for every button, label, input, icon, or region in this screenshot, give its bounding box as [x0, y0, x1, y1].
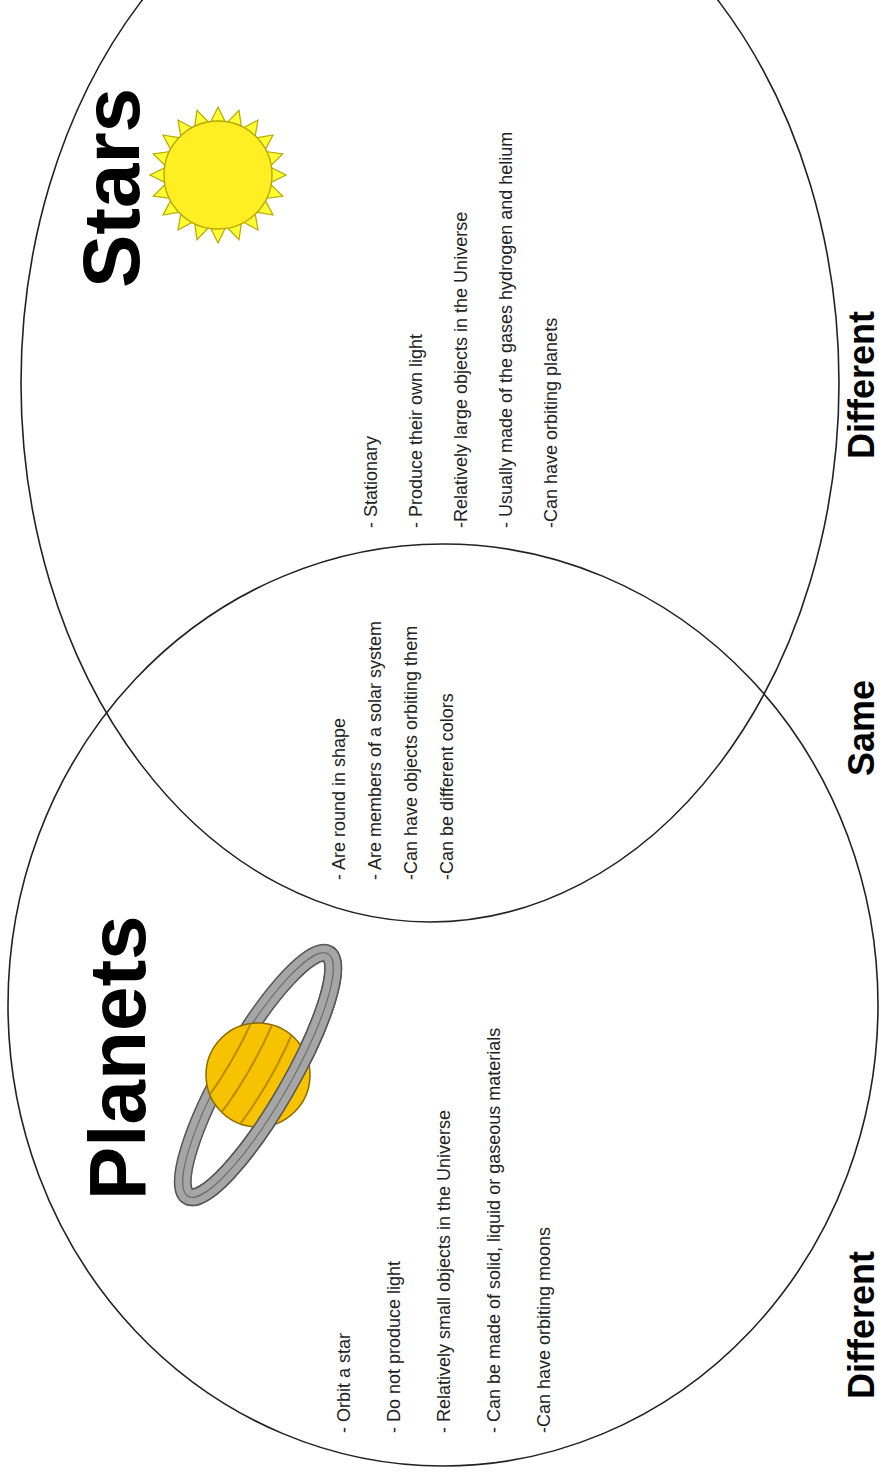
shared-item: - Are round in shape [330, 718, 348, 880]
sun-disc [164, 121, 272, 229]
difference-item: - Can be made of solid, liquid or gaseou… [485, 1028, 503, 1433]
difference-item: - Orbit a star [335, 1333, 353, 1433]
difference-item: - Do not produce light [385, 1261, 403, 1433]
circle-heading: Planets [78, 915, 158, 1200]
difference-item: -Can have orbiting moons [535, 1227, 553, 1433]
region-label: Different [844, 1251, 880, 1399]
difference-item: - Relatively small objects in the Univer… [435, 1110, 453, 1433]
circle-outline-shape [21, 0, 839, 922]
sun-rays [150, 107, 286, 243]
shared-item: -Can be different colors [438, 693, 456, 880]
circle-outline-shape [8, 544, 878, 1466]
region-label: Different [844, 311, 880, 459]
difference-item: -Can have orbiting planets [542, 318, 560, 528]
difference-item: - Stationary [362, 436, 380, 528]
saturn-icon [160, 938, 355, 1212]
planets-circle: Planets - Orbit a star - Do not produce li… [7, 543, 879, 1467]
difference-item: - Produce their own light [407, 334, 425, 528]
difference-item: - Usually made of the gases hydrogen and… [497, 132, 515, 528]
region-label: Same [844, 680, 880, 776]
sun-icon [150, 107, 286, 243]
stars-circle: Stars - Stationary - Produce their own lig… [20, 0, 840, 923]
shared-item: -Can have objects orbiting them [402, 626, 420, 880]
difference-item: -Relatively large objects in the Univers… [452, 212, 470, 528]
shared-item: - Are members of a solar system [366, 621, 384, 880]
circle-heading: Stars [72, 88, 152, 288]
